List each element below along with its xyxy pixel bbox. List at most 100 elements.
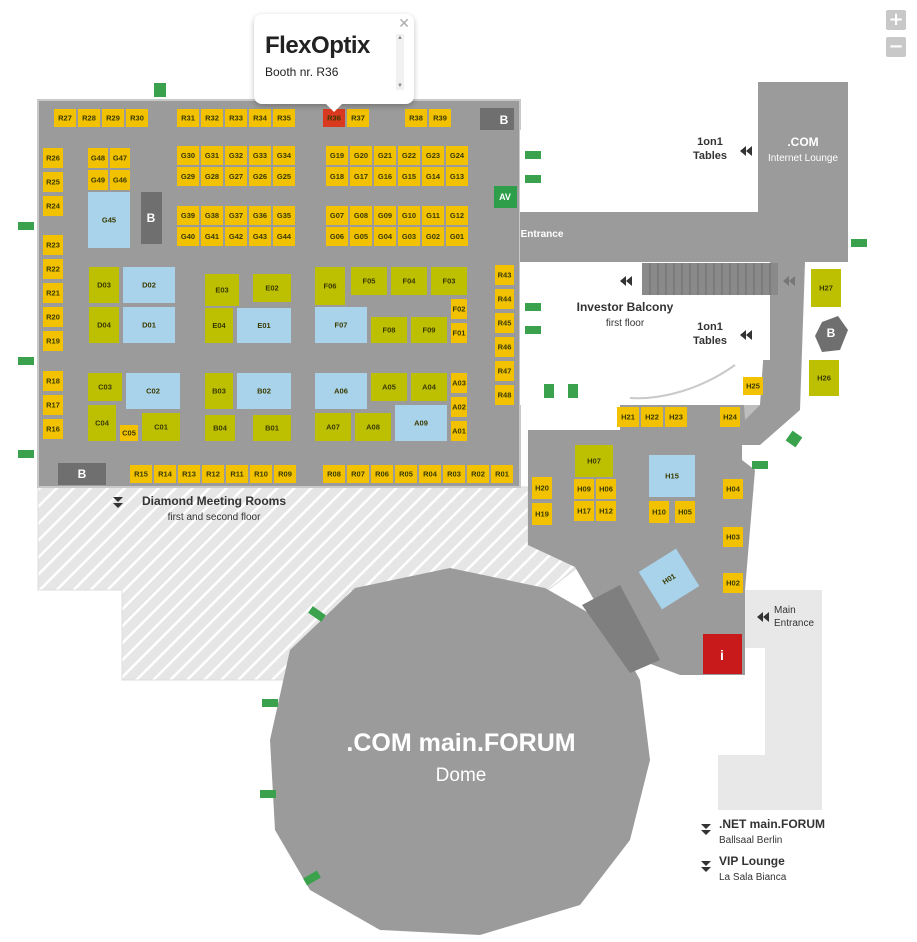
booth-g03[interactable]: G03 xyxy=(398,227,420,246)
booth-shape[interactable] xyxy=(617,407,639,427)
booth-shape[interactable] xyxy=(177,206,199,225)
booth-shape[interactable] xyxy=(123,267,175,303)
booth-h19[interactable]: H19 xyxy=(532,503,552,525)
zoom-in-button[interactable]: + xyxy=(886,10,906,30)
booth-shape[interactable] xyxy=(575,445,613,477)
booth-shape[interactable] xyxy=(326,227,348,246)
booth-f04[interactable]: F04 xyxy=(391,267,427,295)
booth-shape[interactable] xyxy=(323,109,345,127)
booth-shape[interactable] xyxy=(78,109,100,127)
booth-shape[interactable] xyxy=(398,146,420,165)
booth-shape[interactable] xyxy=(723,527,743,547)
booth-shape[interactable] xyxy=(371,373,407,401)
booth-shape[interactable] xyxy=(154,465,176,483)
booth-h23[interactable]: H23 xyxy=(665,407,687,427)
booth-shape[interactable] xyxy=(446,206,468,225)
booth-r02[interactable]: R02 xyxy=(467,465,489,483)
booth-r43[interactable]: R43 xyxy=(495,265,514,285)
booth-e04[interactable]: E04 xyxy=(205,308,233,343)
booth-shape[interactable] xyxy=(43,307,63,327)
booth-shape[interactable] xyxy=(596,501,616,521)
booth-shape[interactable] xyxy=(323,465,345,483)
booth-r29[interactable]: R29 xyxy=(102,109,124,127)
booth-shape[interactable] xyxy=(422,227,444,246)
booth-g30[interactable]: G30 xyxy=(177,146,199,165)
booth-shape[interactable] xyxy=(422,146,444,165)
booth-g40[interactable]: G40 xyxy=(177,227,199,246)
booth-h05[interactable]: H05 xyxy=(675,501,695,523)
booth-d03[interactable]: D03 xyxy=(89,267,119,303)
booth-h02[interactable]: H02 xyxy=(723,573,743,593)
booth-r17[interactable]: R17 xyxy=(43,395,63,415)
booth-shape[interactable] xyxy=(250,465,272,483)
booth-g34[interactable]: G34 xyxy=(273,146,295,165)
booth-a08[interactable]: A08 xyxy=(355,413,391,441)
booth-h10[interactable]: H10 xyxy=(649,501,669,523)
booth-r01[interactable]: R01 xyxy=(491,465,513,483)
booth-shape[interactable] xyxy=(205,415,235,441)
booth-shape[interactable] xyxy=(126,373,180,409)
booth-shape[interactable] xyxy=(411,373,447,401)
booth-shape[interactable] xyxy=(249,206,271,225)
booth-shape[interactable] xyxy=(350,167,372,186)
booth-shape[interactable] xyxy=(249,167,271,186)
av-booth[interactable]: AV xyxy=(494,186,517,208)
booth-r13[interactable]: R13 xyxy=(178,465,200,483)
booth-a05[interactable]: A05 xyxy=(371,373,407,401)
booth-shape[interactable] xyxy=(88,170,108,190)
booth-shape[interactable] xyxy=(374,227,396,246)
booth-shape[interactable] xyxy=(88,192,130,248)
booth-shape[interactable] xyxy=(43,196,63,216)
booth-shape[interactable] xyxy=(43,283,63,303)
booth-g39[interactable]: G39 xyxy=(177,206,199,225)
booth-shape[interactable] xyxy=(574,479,594,499)
booth-g26[interactable]: G26 xyxy=(249,167,271,186)
booth-h26[interactable]: H26 xyxy=(809,360,839,396)
booth-shape[interactable] xyxy=(398,167,420,186)
booth-shape[interactable] xyxy=(649,501,669,523)
booth-shape[interactable] xyxy=(395,405,447,441)
booth-g43[interactable]: G43 xyxy=(249,227,271,246)
booth-g25[interactable]: G25 xyxy=(273,167,295,186)
booth-shape[interactable] xyxy=(451,323,467,343)
booth-g02[interactable]: G02 xyxy=(422,227,444,246)
booth-g20[interactable]: G20 xyxy=(350,146,372,165)
booth-g10[interactable]: G10 xyxy=(398,206,420,225)
booth-shape[interactable] xyxy=(273,206,295,225)
booth-shape[interactable] xyxy=(123,307,175,343)
booth-shape[interactable] xyxy=(371,465,393,483)
booth-shape[interactable] xyxy=(315,413,351,441)
booth-shape[interactable] xyxy=(120,425,138,441)
popup-scrollbar[interactable]: ▲ ▼ xyxy=(396,34,404,90)
booth-shape[interactable] xyxy=(126,109,148,127)
booth-shape[interactable] xyxy=(723,479,743,499)
booth-shape[interactable] xyxy=(201,206,223,225)
booth-r36[interactable]: R36 xyxy=(323,109,345,127)
booth-shape[interactable] xyxy=(495,337,514,357)
booth-a03[interactable]: A03 xyxy=(451,373,467,393)
booth-shape[interactable] xyxy=(411,317,447,343)
booth-shape[interactable] xyxy=(446,146,468,165)
scroll-down-icon[interactable]: ▼ xyxy=(397,83,403,89)
booth-g11[interactable]: G11 xyxy=(422,206,444,225)
booth-shape[interactable] xyxy=(638,548,700,610)
booth-d01[interactable]: D01 xyxy=(123,307,175,343)
booth-shape[interactable] xyxy=(89,267,119,303)
booth-shape[interactable] xyxy=(225,167,247,186)
booth-r23[interactable]: R23 xyxy=(43,235,63,255)
booth-g44[interactable]: G44 xyxy=(273,227,295,246)
booth-shape[interactable] xyxy=(743,377,763,395)
booth-e02[interactable]: E02 xyxy=(253,274,291,302)
booth-shape[interactable] xyxy=(467,465,489,483)
booth-h01[interactable]: H01 xyxy=(638,548,700,610)
booth-g13[interactable]: G13 xyxy=(446,167,468,186)
booth-r06[interactable]: R06 xyxy=(371,465,393,483)
booth-shape[interactable] xyxy=(451,299,467,319)
booth-r28[interactable]: R28 xyxy=(78,109,100,127)
booth-g48[interactable]: G48 xyxy=(88,148,108,168)
booth-shape[interactable] xyxy=(205,308,233,343)
booth-shape[interactable] xyxy=(201,167,223,186)
booth-shape[interactable] xyxy=(201,227,223,246)
booth-h20[interactable]: H20 xyxy=(532,477,552,499)
booth-h21[interactable]: H21 xyxy=(617,407,639,427)
